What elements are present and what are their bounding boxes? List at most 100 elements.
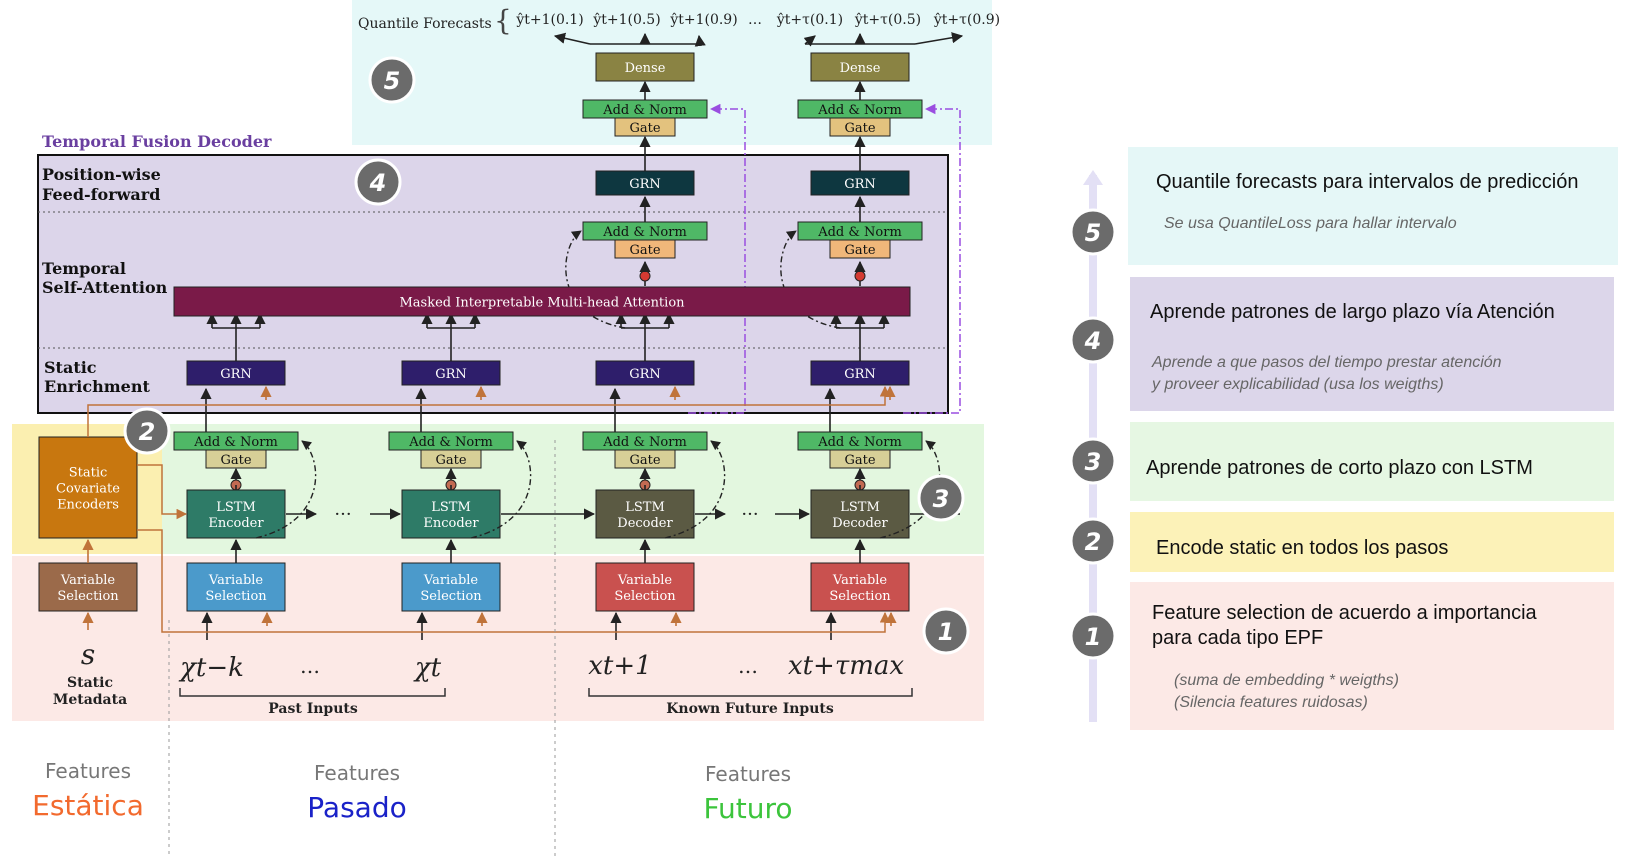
grn-enrichment-box: GRN (810, 360, 910, 386)
svg-text:Decoder: Decoder (617, 516, 673, 531)
svg-text:y proveer explicabilidad (usa: y proveer explicabilidad (usa los weigth… (1151, 376, 1444, 393)
grn-enrichment-box: GRN (186, 360, 286, 386)
dense-box: Dense (810, 52, 910, 82)
svg-text:GRN: GRN (629, 367, 661, 382)
svg-text:Gate: Gate (844, 121, 875, 136)
svg-text:2: 2 (1085, 528, 1102, 556)
quantile-value: ŷt+τ(0.9) (933, 11, 1000, 28)
svg-text:Aprende patrones de corto plaz: Aprende patrones de corto plazo con LSTM (1146, 457, 1533, 479)
svg-text:Quantile forecasts para interv: Quantile forecasts para intervalos de pr… (1156, 171, 1578, 193)
svg-text:GRN: GRN (629, 177, 661, 192)
svg-text:Feed-forward: Feed-forward (42, 185, 160, 204)
grn-enrichment-box: GRN (595, 360, 695, 386)
svg-text:Variable: Variable (208, 573, 264, 588)
svg-text:Encode static en todos los pas: Encode static en todos los pasos (1156, 537, 1448, 559)
svg-text:Estática: Estática (32, 789, 144, 822)
grn-enrichment-box: GRN (401, 360, 501, 386)
svg-text:2: 2 (139, 418, 156, 446)
input-past-k: χt−k (178, 653, 244, 683)
badge-5: 5 (368, 56, 416, 104)
svg-text:Futuro: Futuro (703, 792, 792, 825)
svg-text:Add & Norm: Add & Norm (817, 103, 902, 118)
svg-text:Add & Norm: Add & Norm (602, 435, 687, 450)
svg-text:3: 3 (1085, 448, 1102, 476)
gate-box: Gate (829, 117, 891, 137)
svg-text:GRN: GRN (844, 177, 876, 192)
svg-text:LSTM: LSTM (840, 500, 880, 515)
svg-text:Add & Norm: Add & Norm (602, 225, 687, 240)
svg-text:{: { (494, 4, 512, 37)
svg-text:5: 5 (1085, 219, 1102, 247)
lstm-ellipsis: ··· (741, 504, 758, 525)
svg-text:Add & Norm: Add & Norm (193, 435, 278, 450)
svg-text:Static: Static (44, 358, 97, 377)
ffn-label: Position-wise Feed-forward (42, 165, 161, 204)
add-norm-box: Add & Norm (582, 431, 708, 451)
quantile-value: ŷt+1(0.5) (592, 11, 660, 28)
svg-text:1: 1 (938, 618, 955, 646)
feature-future: Features Futuro (703, 762, 792, 825)
svg-text:LSTM: LSTM (431, 500, 471, 515)
svg-text:Se usa QuantileLoss para halla: Se usa QuantileLoss para hallar interval… (1164, 215, 1457, 232)
svg-text:(suma de embedding * weigths): (suma de embedding * weigths) (1174, 672, 1399, 689)
static-metadata-label: Static Metadata (53, 675, 127, 708)
svg-text:Gate: Gate (844, 243, 875, 258)
feature-static: Features Estática (32, 759, 144, 822)
svg-text:Variable: Variable (423, 573, 479, 588)
legend-badge-4: 4 (1069, 316, 1117, 364)
svg-text:Add & Norm: Add & Norm (408, 435, 493, 450)
svg-text:Features: Features (314, 761, 400, 785)
svg-text:Gate: Gate (629, 453, 660, 468)
grn-ffn-box: GRN (810, 170, 910, 196)
svg-text:Masked Interpretable Multi-hea: Masked Interpretable Multi-head Attentio… (399, 296, 685, 311)
svg-text:Decoder: Decoder (832, 516, 888, 531)
svg-text:5: 5 (384, 67, 401, 95)
svg-text:Selection: Selection (205, 589, 267, 604)
lstm-ellipsis: ··· (334, 504, 351, 525)
legend-item-3: Aprende patrones de corto plazo con LSTM (1130, 422, 1614, 501)
input-past-t: χt (413, 653, 442, 683)
svg-text:Self-Attention: Self-Attention (42, 278, 168, 297)
legend-item-1: Feature selection de acuerdo a importanc… (1130, 582, 1614, 730)
svg-text:Variable: Variable (60, 573, 116, 588)
gate-box: Gate (829, 239, 891, 259)
svg-text:LSTM: LSTM (216, 500, 256, 515)
svg-text:4: 4 (1084, 327, 1102, 355)
legend-badge-3: 3 (1069, 437, 1117, 485)
gate-box: Gate (829, 449, 891, 469)
dense-box: Dense (595, 52, 695, 82)
quantile-value: … (748, 12, 762, 28)
gate-box: Gate (614, 117, 676, 137)
input-past-ellipsis: … (300, 654, 320, 678)
svg-text:Encoder: Encoder (423, 516, 479, 531)
legend-badge-5: 5 (1069, 208, 1117, 256)
svg-text:Selection: Selection (614, 589, 676, 604)
svg-text:Feature selection de acuerdo a: Feature selection de acuerdo a importanc… (1152, 602, 1538, 624)
svg-text:Encoders: Encoders (57, 498, 119, 513)
svg-text:Features: Features (45, 759, 131, 783)
badge-2: 2 (123, 407, 171, 455)
gate-box: Gate (420, 449, 482, 469)
quantile-value: ŷt+τ(0.5) (854, 11, 921, 28)
add-norm-box: Add & Norm (797, 431, 923, 451)
svg-text:Pasado: Pasado (307, 791, 406, 824)
input-future-1: xt+1 (588, 651, 651, 681)
svg-text:Encoder: Encoder (208, 516, 264, 531)
svg-text:Covariate: Covariate (56, 482, 120, 497)
future-inputs-label: Known Future Inputs (666, 701, 834, 717)
quantile-value: ŷt+1(0.9) (669, 11, 737, 28)
quantile-value: ŷt+1(0.1) (515, 11, 583, 28)
decoder-title: Temporal Fusion Decoder (42, 132, 272, 151)
svg-text:Add & Norm: Add & Norm (817, 435, 902, 450)
svg-text:Add & Norm: Add & Norm (817, 225, 902, 240)
svg-text:Dense: Dense (625, 61, 666, 76)
legend-item-2: Encode static en todos los pasos (1130, 512, 1614, 572)
badge-1: 1 (922, 607, 970, 655)
svg-text:Variable: Variable (617, 573, 673, 588)
